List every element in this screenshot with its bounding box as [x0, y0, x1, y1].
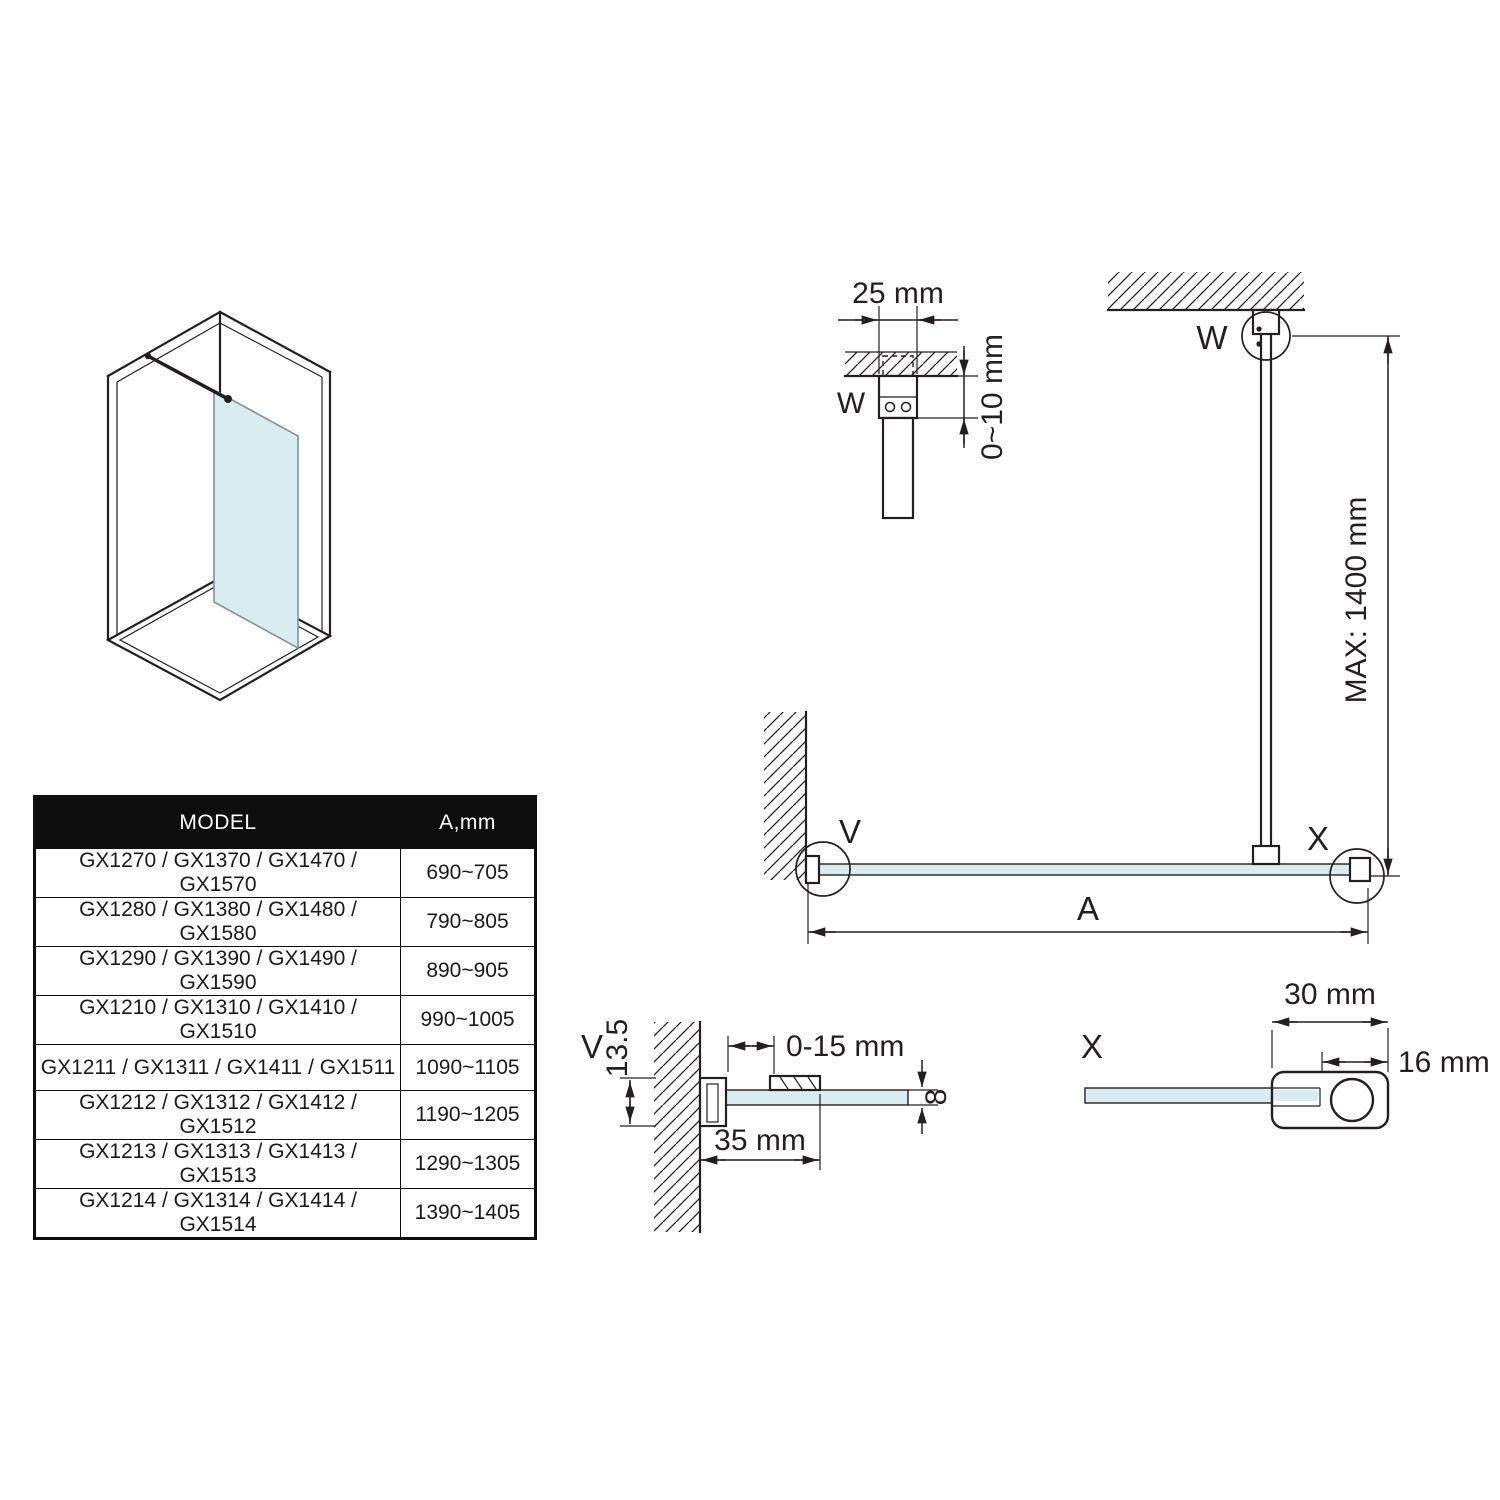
screw-icon [884, 401, 896, 413]
dim-8-label: 8 [920, 1089, 953, 1106]
dim-25mm-label: 25 mm [852, 277, 944, 310]
dim-a-label: A [1077, 890, 1099, 927]
elevation-w-label: W [1196, 319, 1228, 356]
elevation-v-label: V [839, 813, 861, 850]
dim-0-15mm-label: 0-15 mm [786, 1030, 904, 1063]
glass-section [715, 1089, 909, 1106]
detail-circle-v [795, 841, 851, 897]
table-header-row: MODEL A,mm [34, 796, 536, 849]
glass-panel [213, 388, 299, 650]
elevation-view: W V X MAX: 1400 mm A [764, 272, 1400, 944]
model-cell: GX1210 / GX1310 / GX1410 / GX1510 [34, 995, 401, 1045]
max-height-label: MAX: 1400 mm [1340, 497, 1373, 704]
dim-35mm-label: 35 mm [714, 1124, 806, 1157]
a-cell: 990~1005 [400, 995, 536, 1045]
a-cell: 1190~1205 [400, 1090, 536, 1140]
frame-top-edge [106, 310, 222, 378]
frame-top-edge [218, 310, 332, 374]
model-cell: GX1270 / GX1370 / GX1470 / GX1570 [34, 848, 401, 898]
bar-glass-clamp [1251, 844, 1281, 866]
table-row: GX1213 / GX1313 / GX1413 / GX1513 1290~1… [34, 1139, 536, 1189]
detail-v-label: V [581, 1028, 603, 1065]
model-column-header: MODEL [34, 796, 401, 849]
screw-icon [1256, 326, 1262, 332]
bar-cross-section [1329, 1077, 1375, 1123]
isometric-view [105, 310, 333, 702]
model-cell: GX1211 / GX1311 / GX1411 / GX1511 [34, 1044, 401, 1091]
profile-inner-holder [706, 1083, 719, 1123]
detail-circle-w [1241, 311, 1291, 361]
screw-icon [1256, 341, 1262, 347]
model-cell: GX1280 / GX1380 / GX1480 / GX1580 [34, 897, 401, 947]
detail-x-section: X 30 mm 16 mm [1081, 978, 1490, 1130]
a-cell: 1390~1405 [400, 1188, 536, 1239]
model-cell: GX1213 / GX1313 / GX1413 / GX1513 [34, 1139, 401, 1189]
table-row: GX1280 / GX1380 / GX1480 / GX1580 790~80… [34, 897, 536, 947]
frame-top-edge-inner [116, 322, 221, 383]
a-cell: 1290~1305 [400, 1139, 536, 1189]
table-row: GX1211 / GX1311 / GX1411 / GX1511 1090~1… [34, 1044, 536, 1091]
glass-clamp [768, 1074, 822, 1092]
detail-w-section: 25 mm W 0~10 mm [837, 277, 1009, 520]
clamp-hatch-tick [793, 1076, 803, 1090]
model-cell: GX1212 / GX1312 / GX1412 / GX1512 [34, 1090, 401, 1140]
ceiling-hatch [1108, 272, 1304, 310]
table-row: GX1214 / GX1314 / GX1414 / GX1514 1390~1… [34, 1188, 536, 1239]
support-bar-section [881, 416, 915, 520]
table-row: GX1290 / GX1390 / GX1490 / GX1590 890~90… [34, 946, 536, 996]
glass-panel-edge [805, 863, 1369, 876]
model-cell: GX1290 / GX1390 / GX1490 / GX1590 [34, 946, 401, 996]
a-cell: 690~705 [400, 848, 536, 898]
dim-13-5-label: 13.5 [601, 1019, 634, 1077]
bar-fixing-point [224, 395, 232, 403]
model-spec-table: MODEL A,mm GX1270 / GX1370 / GX1470 / GX… [33, 795, 537, 1240]
a-cell: 790~805 [400, 897, 536, 947]
table-row: GX1212 / GX1312 / GX1412 / GX1512 1190~1… [34, 1090, 536, 1140]
table-row: GX1270 / GX1370 / GX1470 / GX1570 690~70… [34, 848, 536, 898]
glass-section [1084, 1087, 1281, 1104]
wall-hatch [654, 1022, 700, 1232]
dim-0-10mm-label: 0~10 mm [976, 334, 1009, 460]
floor-frame-inner [118, 583, 320, 694]
detail-w-label: W [837, 387, 866, 420]
screw-icon [900, 401, 912, 413]
end-cap [1348, 856, 1372, 883]
glass-in-slot [1274, 1090, 1318, 1101]
bar-fixing-point [144, 352, 152, 360]
table-row: GX1210 / GX1310 / GX1410 / GX1510 990~10… [34, 995, 536, 1045]
a-column-header: A,mm [400, 796, 536, 849]
dim-16mm-label: 16 mm [1398, 1046, 1490, 1079]
support-bar [147, 354, 229, 401]
detail-v-section: V 13.5 0-15 mm 8 [581, 1019, 953, 1234]
elevation-x-label: X [1307, 820, 1329, 857]
detail-x-label: X [1081, 1028, 1103, 1065]
dim-30mm-label: 30 mm [1284, 978, 1376, 1011]
wall-profile [804, 854, 821, 885]
clamp-hatch-tick [807, 1076, 817, 1090]
wall-hatch [764, 712, 806, 880]
a-cell: 890~905 [400, 946, 536, 996]
a-cell: 1090~1105 [400, 1044, 536, 1091]
model-cell: GX1214 / GX1314 / GX1414 / GX1514 [34, 1188, 401, 1239]
frame-top-edge-inner [219, 322, 323, 378]
clamp-hatch-tick [779, 1076, 789, 1090]
